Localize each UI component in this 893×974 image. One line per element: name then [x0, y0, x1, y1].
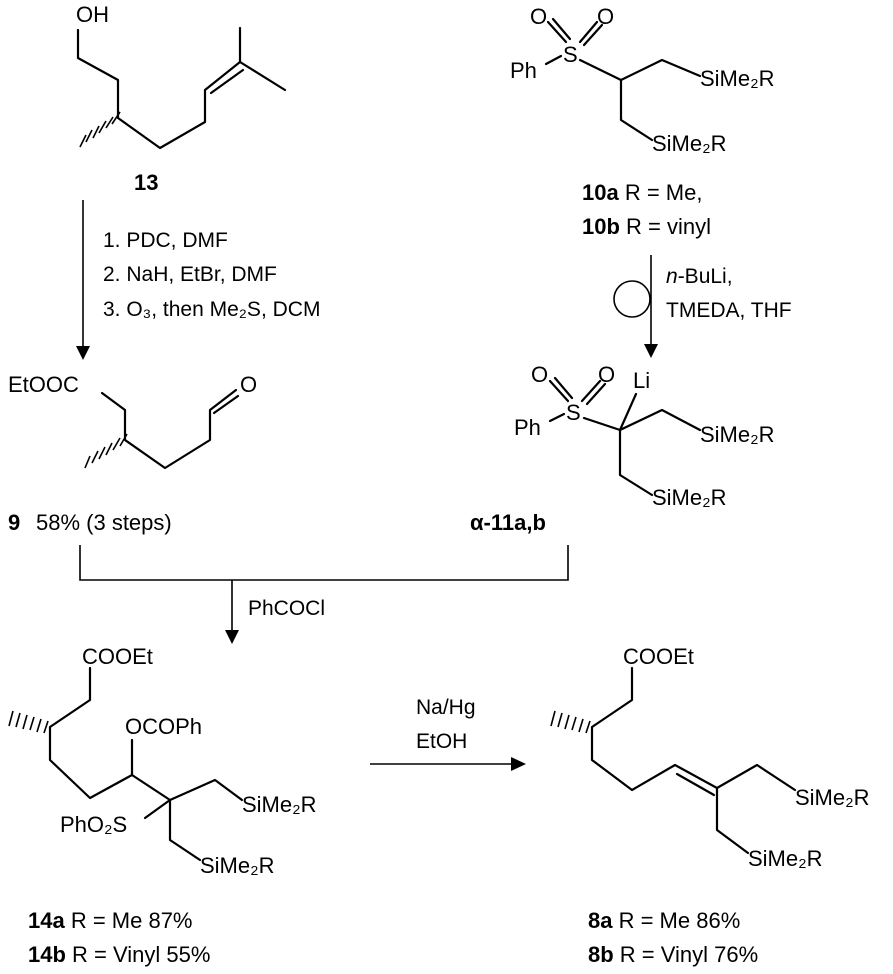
compound-10-silyl-bottom: SiMe₂R	[652, 131, 727, 156]
compound-10-silyl-top: SiMe₂R	[700, 66, 775, 91]
compound-alpha-11: Ph S O O Li SiMe₂R SiMe₂R α-11a,b	[470, 362, 775, 535]
condition-tmeda: TMEDA, THF	[666, 299, 792, 322]
bracket-9-and-11	[79, 545, 569, 581]
compound-14-silyl-right: SiMe₂R	[242, 792, 317, 817]
compound-14: COOEt OCOPh PhO₂S SiMe₂R SiMe₂R 14a R = …	[8, 644, 317, 967]
compound-8b-label: 8b R = Vinyl 76%	[588, 942, 758, 967]
compound-10: Ph S O O SiMe₂R SiMe₂R 10a R = Me, 10b R…	[510, 4, 775, 239]
compound-13-oh-label: OH	[76, 2, 109, 27]
compound-8-ester: COOEt	[623, 644, 694, 669]
compound-8a-label: 8a R = Me 86%	[588, 908, 740, 933]
compound-14-sulfonyl: PhO₂S	[60, 812, 127, 837]
compound-14b-label: 14b R = Vinyl 55%	[28, 942, 210, 967]
compound-9-aldehyde-o: O	[240, 372, 257, 397]
condition-pdc: 1. PDC, DMF	[103, 229, 228, 252]
compound-alpha-11-label: α-11a,b	[470, 510, 546, 535]
compound-9-number: 9	[8, 510, 20, 535]
compound-11-o1: O	[531, 362, 548, 387]
compound-11-silyl-bottom: SiMe₂R	[652, 485, 727, 510]
compound-10-s: S	[563, 42, 578, 67]
compound-13-skeleton	[76, 28, 242, 150]
compound-13-alkene-tail	[238, 60, 287, 92]
compound-14-benzoyloxy: OCOPh	[125, 714, 202, 739]
compound-10b-label: 10b R = vinyl	[582, 214, 711, 239]
condition-nah: 2. NaH, EtBr, DMF	[103, 263, 277, 286]
arrow-13-to-9-head	[76, 346, 90, 360]
condition-phcocl: PhCOCl	[248, 597, 325, 620]
condition-ozone: 3. O₃, then Me₂S, DCM	[103, 298, 320, 321]
arrow-10-to-11-circle	[613, 280, 651, 318]
compound-9-ester-label: EtOOC	[8, 372, 79, 397]
compound-11-ph: Ph	[514, 415, 541, 440]
compound-9-hashed-methyl	[84, 433, 128, 469]
condition-nbuli: n-BuLi,	[666, 265, 733, 288]
condition-na-hg: Na/Hg	[416, 696, 476, 719]
arrow-10-to-11-head	[644, 344, 658, 358]
compound-11-silyl-top: SiMe₂R	[700, 422, 775, 447]
compound-9: EtOOC O 9 58% (3 steps)	[8, 372, 257, 535]
compound-14-silyl-bottom: SiMe₂R	[200, 853, 275, 878]
compound-10-o1: O	[530, 4, 547, 29]
compound-11-s: S	[566, 400, 581, 425]
compound-14-hashed-methyl	[8, 710, 49, 734]
arrow-to-14-head	[225, 630, 239, 644]
compound-8-silyl-bottom: SiMe₂R	[748, 846, 823, 871]
compound-14-ester: COOEt	[82, 644, 153, 669]
compound-13-number: 13	[134, 170, 158, 195]
compound-8: COOEt SiMe₂R SiMe₂R 8a R = Me 86% 8b R =…	[550, 644, 870, 967]
compound-8-hashed-methyl	[550, 710, 591, 734]
compound-11-li: Li	[633, 368, 650, 393]
compound-9-yield: 58% (3 steps)	[36, 510, 172, 535]
arrow-14-to-8-head	[511, 757, 526, 771]
compound-10-ph: Ph	[510, 58, 537, 83]
compound-13: OH 13	[76, 2, 287, 195]
compound-10a-label: 10a R = Me,	[582, 180, 702, 205]
compound-10-o2: O	[597, 4, 614, 29]
conditions-step1: 1. PDC, DMF 2. NaH, EtBr, DMF 3. O₃, the…	[103, 229, 320, 321]
compound-13-hashed-methyl	[79, 111, 121, 148]
compound-14a-label: 14a R = Me 87%	[28, 908, 193, 933]
condition-etoh: EtOH	[416, 730, 467, 753]
compound-8-silyl-right: SiMe₂R	[795, 785, 870, 810]
compound-11-o2: O	[598, 362, 615, 387]
